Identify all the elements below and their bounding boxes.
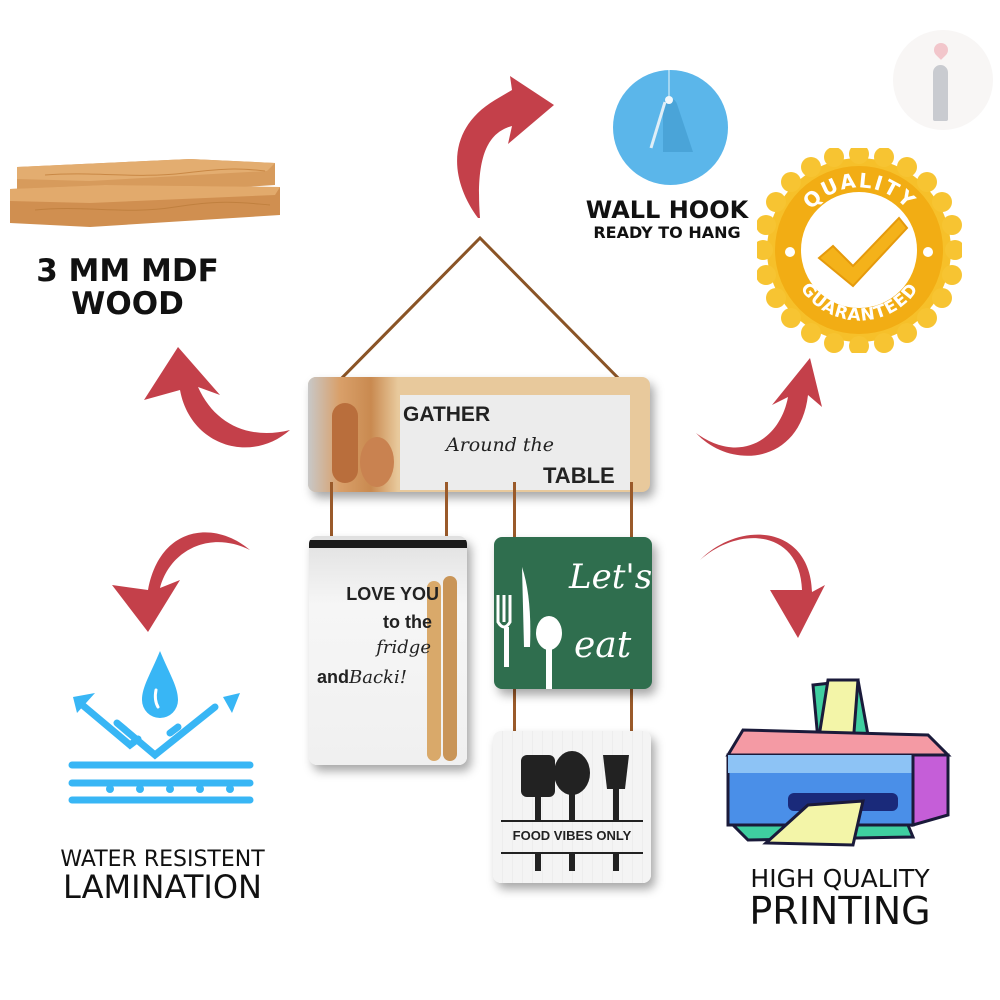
water-drop-icon [60,645,270,815]
love-line4a: and [317,667,350,687]
love-you-sign: LOVE YOU to the fridge andBacki! [309,536,467,765]
gather-line3: TABLE [543,463,615,488]
love-line1: LOVE YOU [346,584,439,604]
brand-logo [893,30,993,130]
water-label: WATER RESISTENT LAMINATION [30,848,295,905]
food-vibes-sign: FOOD VIBES ONLY [493,731,651,883]
hook-subtitle: READY TO HANG [593,223,741,243]
wood-label-line1: 3 MM MDF [36,253,219,289]
love-line3: fridge [376,637,431,658]
rope [513,482,516,538]
rope [445,482,448,544]
hook-label: WALL HOOK READY TO HANG [572,196,762,243]
gather-sign: GATHER Around the TABLE [308,377,650,492]
wall-hook-icon [613,70,728,185]
rope [630,482,633,538]
arrow-to-water-icon [112,532,250,632]
water-label-line1: WATER RESISTENT [60,847,265,872]
kitchen-rail-image [309,540,467,548]
sign-inner-panel [400,395,630,490]
cutlery-icon [496,567,562,689]
rope [513,678,516,740]
printing-label-line1: HIGH QUALITY [750,864,930,893]
gather-line2: Around the [446,434,555,456]
utensils-icon [501,751,643,871]
arrow-to-quality-icon [696,358,822,456]
printing-label-line2: PRINTING [749,889,931,934]
hanging-rope [328,235,632,390]
love-line4b: Backi! [349,667,407,688]
arrow-to-printer-icon [700,534,825,638]
rope [330,482,333,544]
love-line2: to the [383,612,432,632]
printing-label: HIGH QUALITY PRINTING [720,864,960,934]
arrow-to-wood-icon [144,347,290,448]
rope [630,678,633,740]
wood-label-line2: WOOD [71,285,184,322]
logo-dot-icon [931,40,951,60]
quality-badge-icon: QUALITY GUARANTEED [757,148,962,353]
lets-eat-sign: Let's eat [494,537,652,689]
arrow-up-to-hook-icon [457,76,554,218]
gather-line1: GATHER [403,403,491,426]
printer-icon [718,675,963,850]
water-label-line2: LAMINATION [63,868,262,907]
wood-planks-icon [5,145,280,230]
lets-line2: eat [574,625,632,666]
hook-title: WALL HOOK [585,196,749,224]
logo-stem-icon [933,65,948,121]
food-vibes-text: FOOD VIBES ONLY [512,828,632,843]
wood-label: 3 MM MDF WOOD [20,255,235,320]
lets-line1: Let's [569,557,652,597]
